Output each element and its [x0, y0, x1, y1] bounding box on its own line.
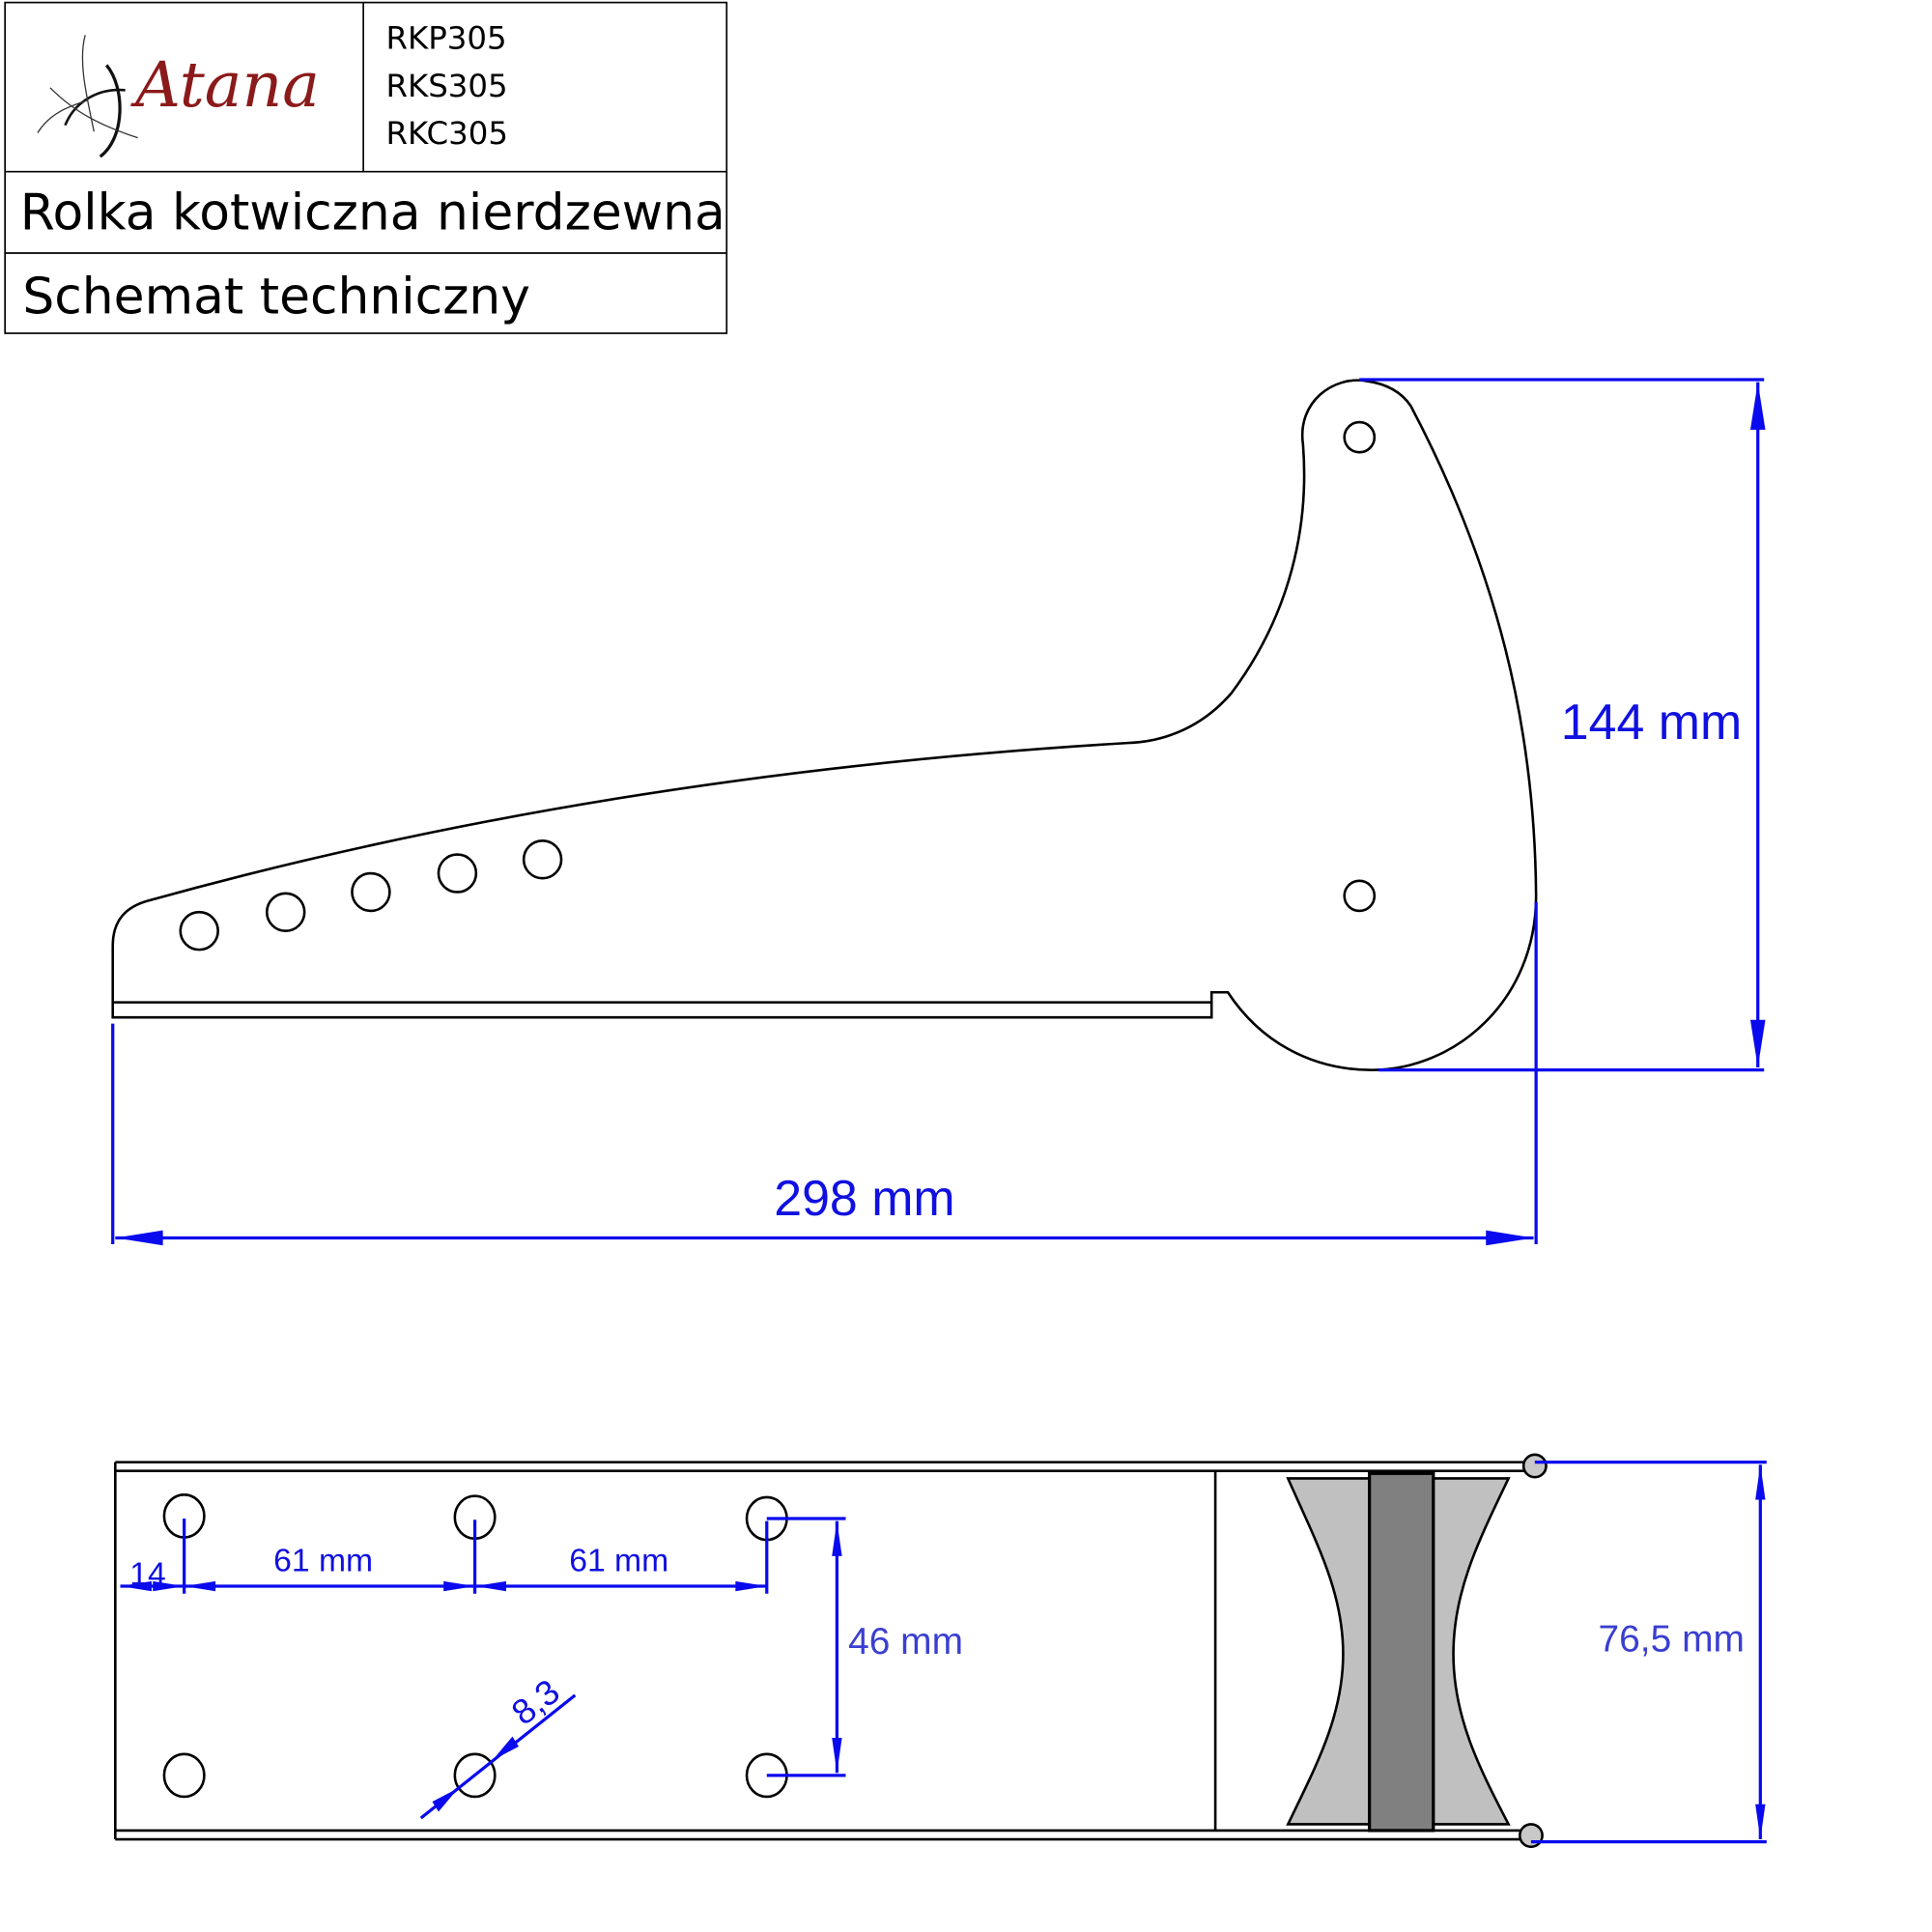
width-label: 76,5 mm: [1599, 1618, 1745, 1660]
row-distance-dimension: 46 mm: [766, 1517, 963, 1777]
title-block: Atana RKP305 RKS305 RKC305 Rolka kotwicz…: [4, 1, 728, 334]
width-dimension: 76,5 mm: [1530, 1460, 1767, 1844]
axle-bolt-icon: [1518, 1823, 1544, 1849]
hole-diameter-dimension: 8,3: [419, 1671, 577, 1820]
hole-diameter-label: 8,3: [504, 1671, 567, 1732]
height-dimension: 144 mm: [1359, 378, 1766, 1072]
height-label: 144 mm: [1561, 694, 1742, 750]
edge-offset-label: 14: [129, 1556, 166, 1593]
mounting-holes-side: [179, 420, 1377, 952]
side-profile-outline: [111, 379, 1538, 1071]
spacing-label: 61 mm: [273, 1542, 373, 1578]
spacing-label: 61 mm: [569, 1542, 668, 1578]
product-name: Rolka kotwiczna nierdzewna: [20, 184, 725, 242]
hole-spacing-dimension: 14 61 mm 61 mm: [120, 1518, 769, 1594]
length-label: 298 mm: [774, 1170, 954, 1226]
side-view: 144 mm 298 mm: [111, 378, 1766, 1246]
model-code: RKP305: [385, 20, 506, 57]
model-code: RKC305: [385, 115, 507, 152]
axle-bolt-icon: [1521, 1453, 1548, 1479]
atana-logo: Atana: [37, 35, 320, 158]
model-code: RKS305: [385, 68, 507, 104]
side-base-strip: [111, 1002, 1213, 1019]
logo-arc-icon: [99, 64, 122, 158]
logo-text: Atana: [130, 49, 320, 122]
roller-axle: [1368, 1471, 1435, 1833]
roller: [1286, 1453, 1548, 1849]
row-distance-label: 46 mm: [848, 1621, 963, 1662]
top-view: 14 61 mm 61 mm 46 mm 8,3 76,5 m: [114, 1453, 1767, 1849]
drawing-subtitle: Schemat techniczny: [22, 268, 530, 326]
length-dimension: 298 mm: [111, 901, 1538, 1246]
